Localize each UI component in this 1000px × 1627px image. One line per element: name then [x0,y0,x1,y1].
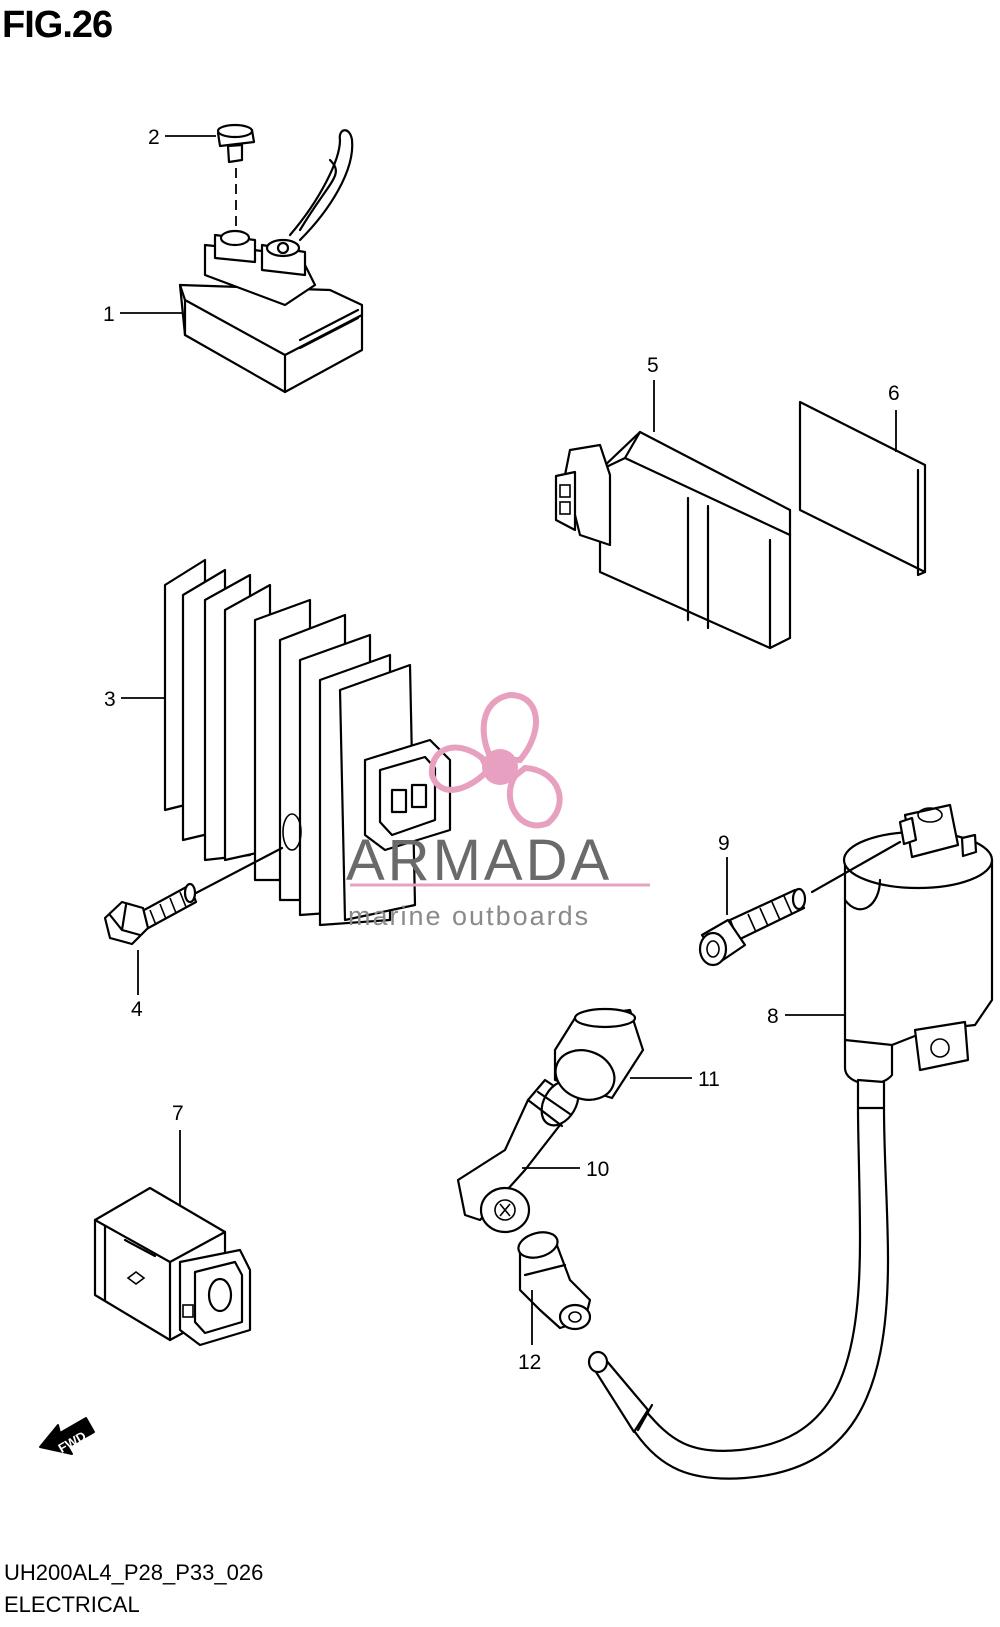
watermark-brand: ARMADA [346,828,612,893]
callout-5: 5 [647,354,659,377]
callout-6: 6 [888,382,900,405]
part-3-rectifier[interactable] [163,558,452,927]
watermark-tagline: marine outboards [348,901,590,931]
callout-10: 10 [586,1158,609,1181]
callout-4: 4 [131,998,143,1021]
figure-title: FIG.26 [2,4,113,46]
part-1-relay[interactable] [178,129,364,394]
fwd-arrow-icon: FWD [39,1417,95,1456]
footer-name: ELECTRICAL [4,1592,140,1617]
footer-code: UH200AL4_P28_P33_026 [4,1560,264,1585]
callout-3: 3 [104,688,116,711]
part-6-pad[interactable] [798,400,927,577]
callout-1: 1 [103,303,115,326]
callout-8: 8 [767,1005,779,1028]
callout-9: 9 [718,832,730,855]
part-12-plug-boot[interactable] [516,1228,592,1331]
watermark-logo: ARMADA marine outboards [346,691,650,931]
part-8-ignition-coil[interactable] [587,803,994,1480]
part-11-cap-cover[interactable] [549,1007,645,1108]
part-7-connector[interactable] [93,1186,252,1347]
part-5-cdi-unit[interactable] [554,430,792,650]
callout-12: 12 [518,1351,541,1374]
callout-11: 11 [698,1068,720,1091]
callout-2: 2 [148,126,160,149]
part-4-bolt[interactable] [103,882,198,946]
callout-7: 7 [172,1102,184,1125]
part-10-plug-cap[interactable] [456,1074,586,1234]
part-9-bolt[interactable] [698,887,807,967]
part-2-screw[interactable] [216,123,256,164]
